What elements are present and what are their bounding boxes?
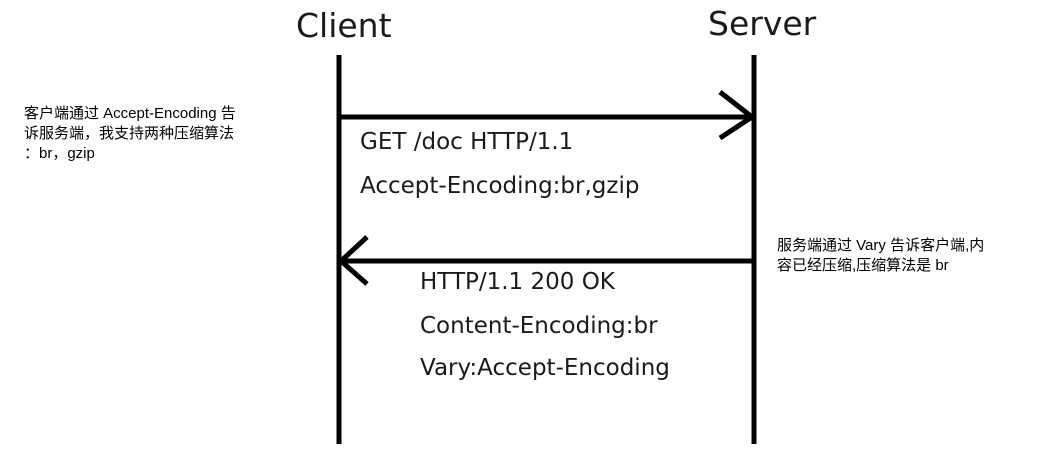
client-note: 客户端通过 Accept-Encoding 告 诉服务端，我支持两种压缩算法 ：… xyxy=(24,104,324,164)
request-arrow xyxy=(339,90,757,141)
request-line-1: GET /doc HTTP/1.1 xyxy=(360,129,574,155)
client-note-line-2: 诉服务端，我支持两种压缩算法 xyxy=(24,125,235,142)
server-note-line-1: 服务端通过 Vary 告诉客户端,内 xyxy=(777,237,985,254)
client-note-line-3: ：br，gzip xyxy=(24,145,95,162)
server-note-line-2: 容已经压缩,压缩算法是 br xyxy=(777,257,949,274)
server-label: Server xyxy=(708,4,817,43)
request-line-2: Accept-Encoding:br,gzip xyxy=(360,173,640,199)
response-line-3: Vary:Accept-Encoding xyxy=(420,355,670,381)
response-line-1: HTTP/1.1 200 OK xyxy=(420,269,615,295)
client-note-line-1: 客户端通过 Accept-Encoding 告 xyxy=(24,105,236,122)
response-line-2: Content-Encoding:br xyxy=(420,313,658,339)
server-note: 服务端通过 Vary 告诉客户端,内 容已经压缩,压缩算法是 br xyxy=(777,236,1037,276)
client-label: Client xyxy=(296,6,392,45)
response-arrow xyxy=(337,235,754,286)
